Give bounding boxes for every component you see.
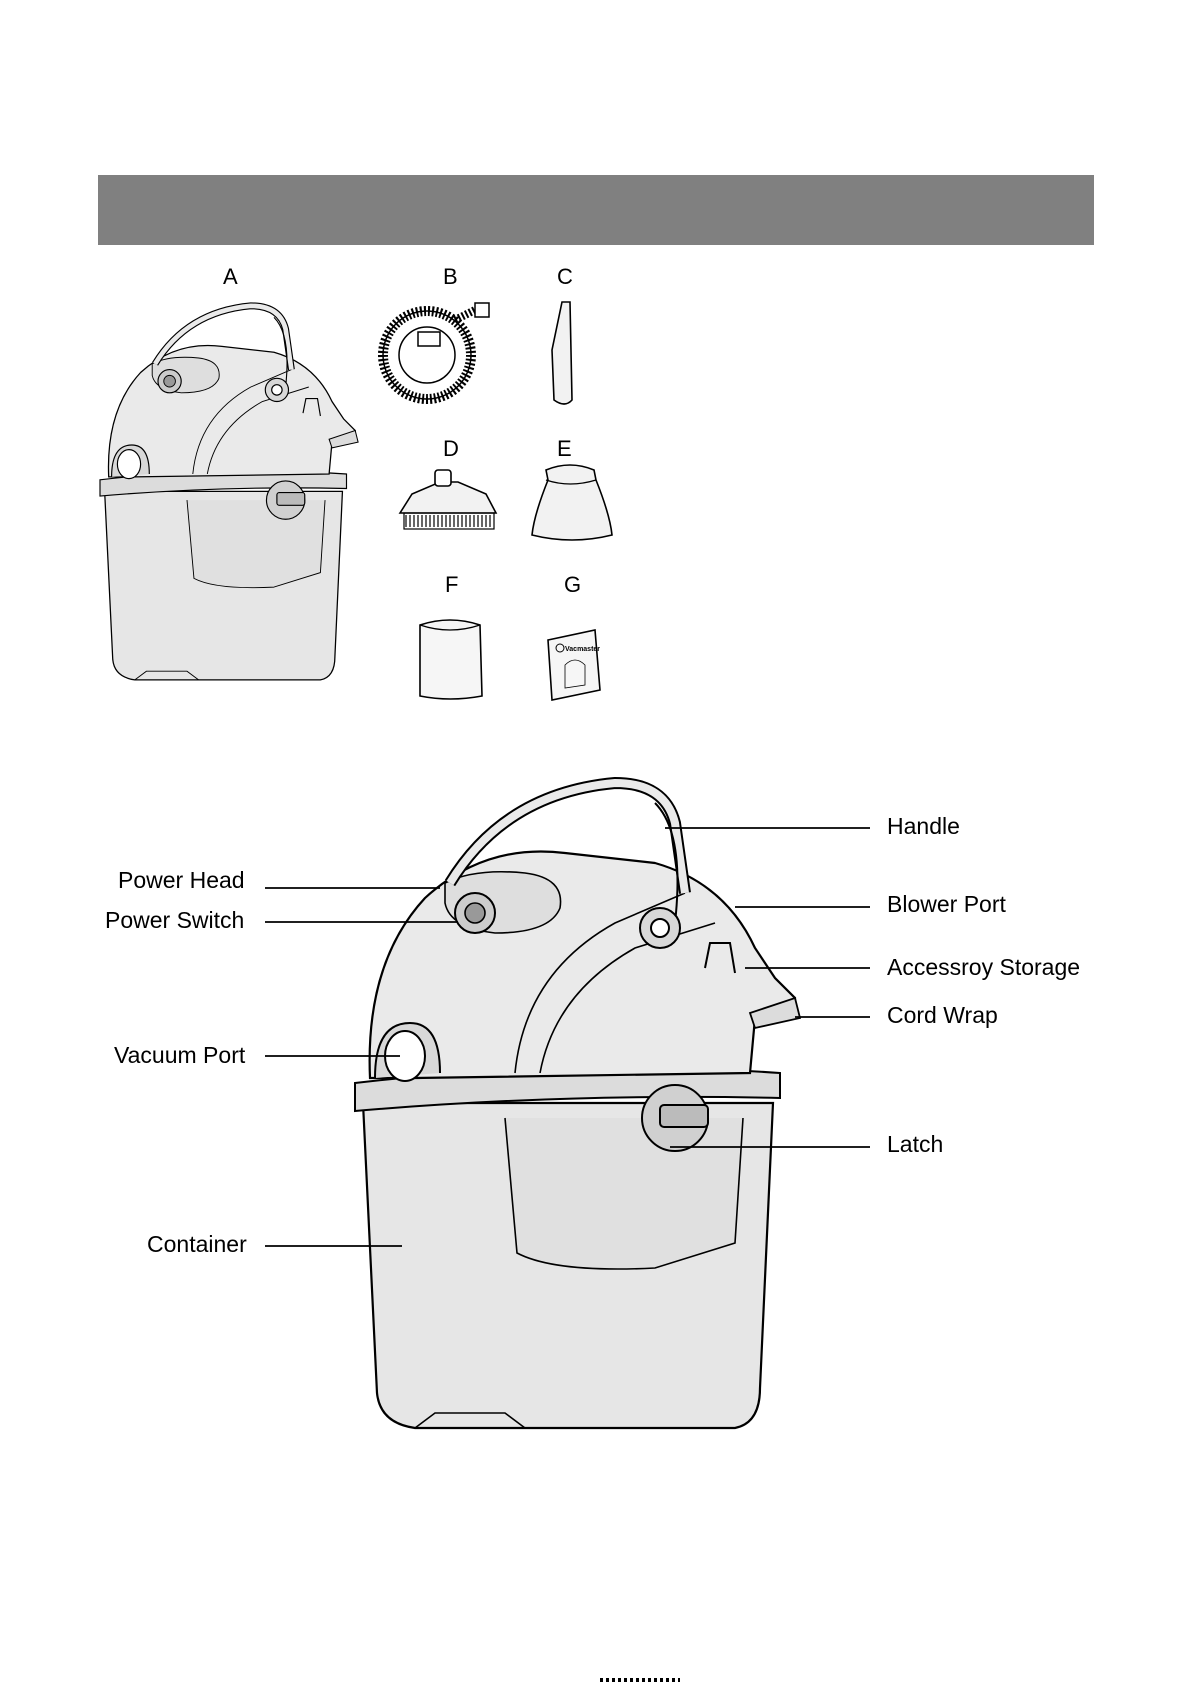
part-d-brush-illustration bbox=[400, 470, 496, 529]
callout-power-switch: Power Switch bbox=[105, 909, 244, 932]
callout-handle: Handle bbox=[887, 815, 960, 838]
callout-container: Container bbox=[147, 1233, 247, 1256]
part-c-crevice-tool-illustration bbox=[552, 302, 572, 404]
callout-vacuum-port: Vacuum Port bbox=[114, 1044, 245, 1067]
callout-accessory-storage: Accessroy Storage bbox=[887, 956, 1080, 979]
manual-brand-text: Vacmaster bbox=[565, 646, 600, 653]
part-b-hose-illustration bbox=[383, 303, 489, 399]
part-e-filter-bag-illustration bbox=[532, 465, 612, 540]
callout-power-head: Power Head bbox=[118, 869, 245, 892]
main-vacuum-illustration bbox=[355, 783, 800, 1428]
callout-blower-port: Blower Port bbox=[887, 893, 1006, 916]
part-g-manual-illustration: Vacmaster bbox=[548, 630, 600, 700]
part-f-foam-sleeve-illustration bbox=[420, 620, 482, 699]
part-a-vacuum-illustration bbox=[100, 306, 358, 680]
callout-cord-wrap: Cord Wrap bbox=[887, 1004, 998, 1027]
callout-latch: Latch bbox=[887, 1133, 943, 1156]
footer-scan-mark bbox=[600, 1678, 680, 1682]
